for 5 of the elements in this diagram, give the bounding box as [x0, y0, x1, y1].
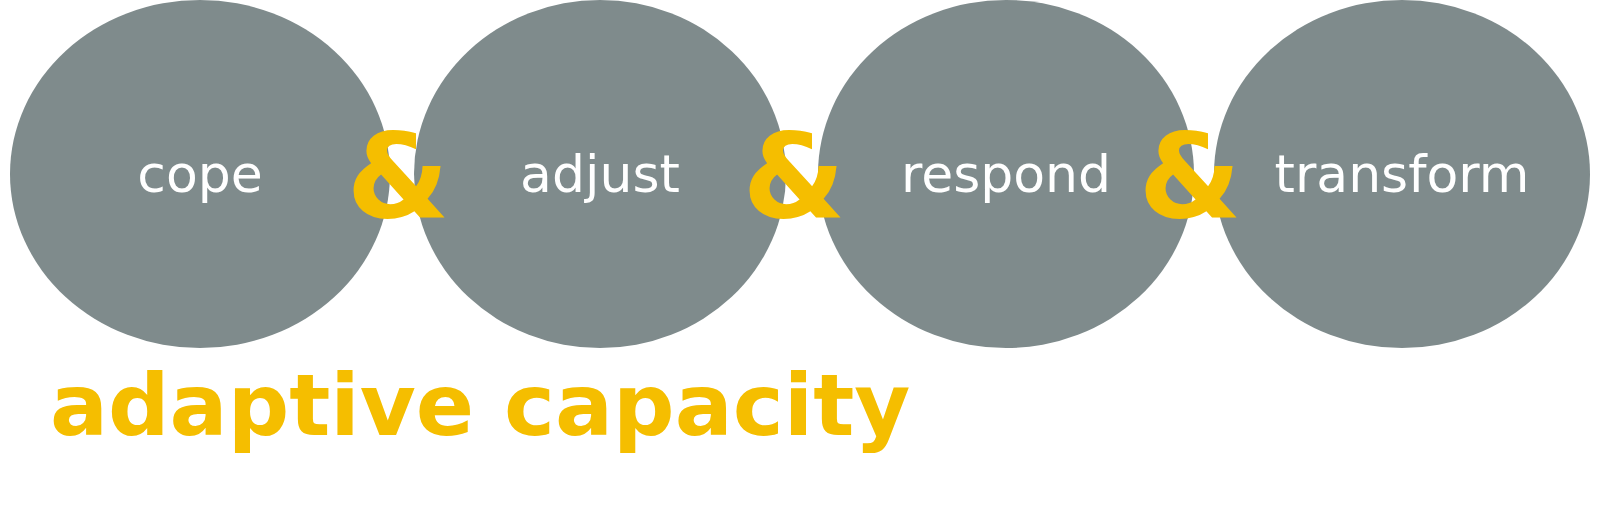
node-label: adjust [520, 144, 680, 204]
node-label: cope [137, 144, 263, 204]
node-label: transform [1274, 144, 1530, 204]
title: adaptive capacity [50, 358, 911, 453]
node-label: respond [900, 144, 1112, 204]
